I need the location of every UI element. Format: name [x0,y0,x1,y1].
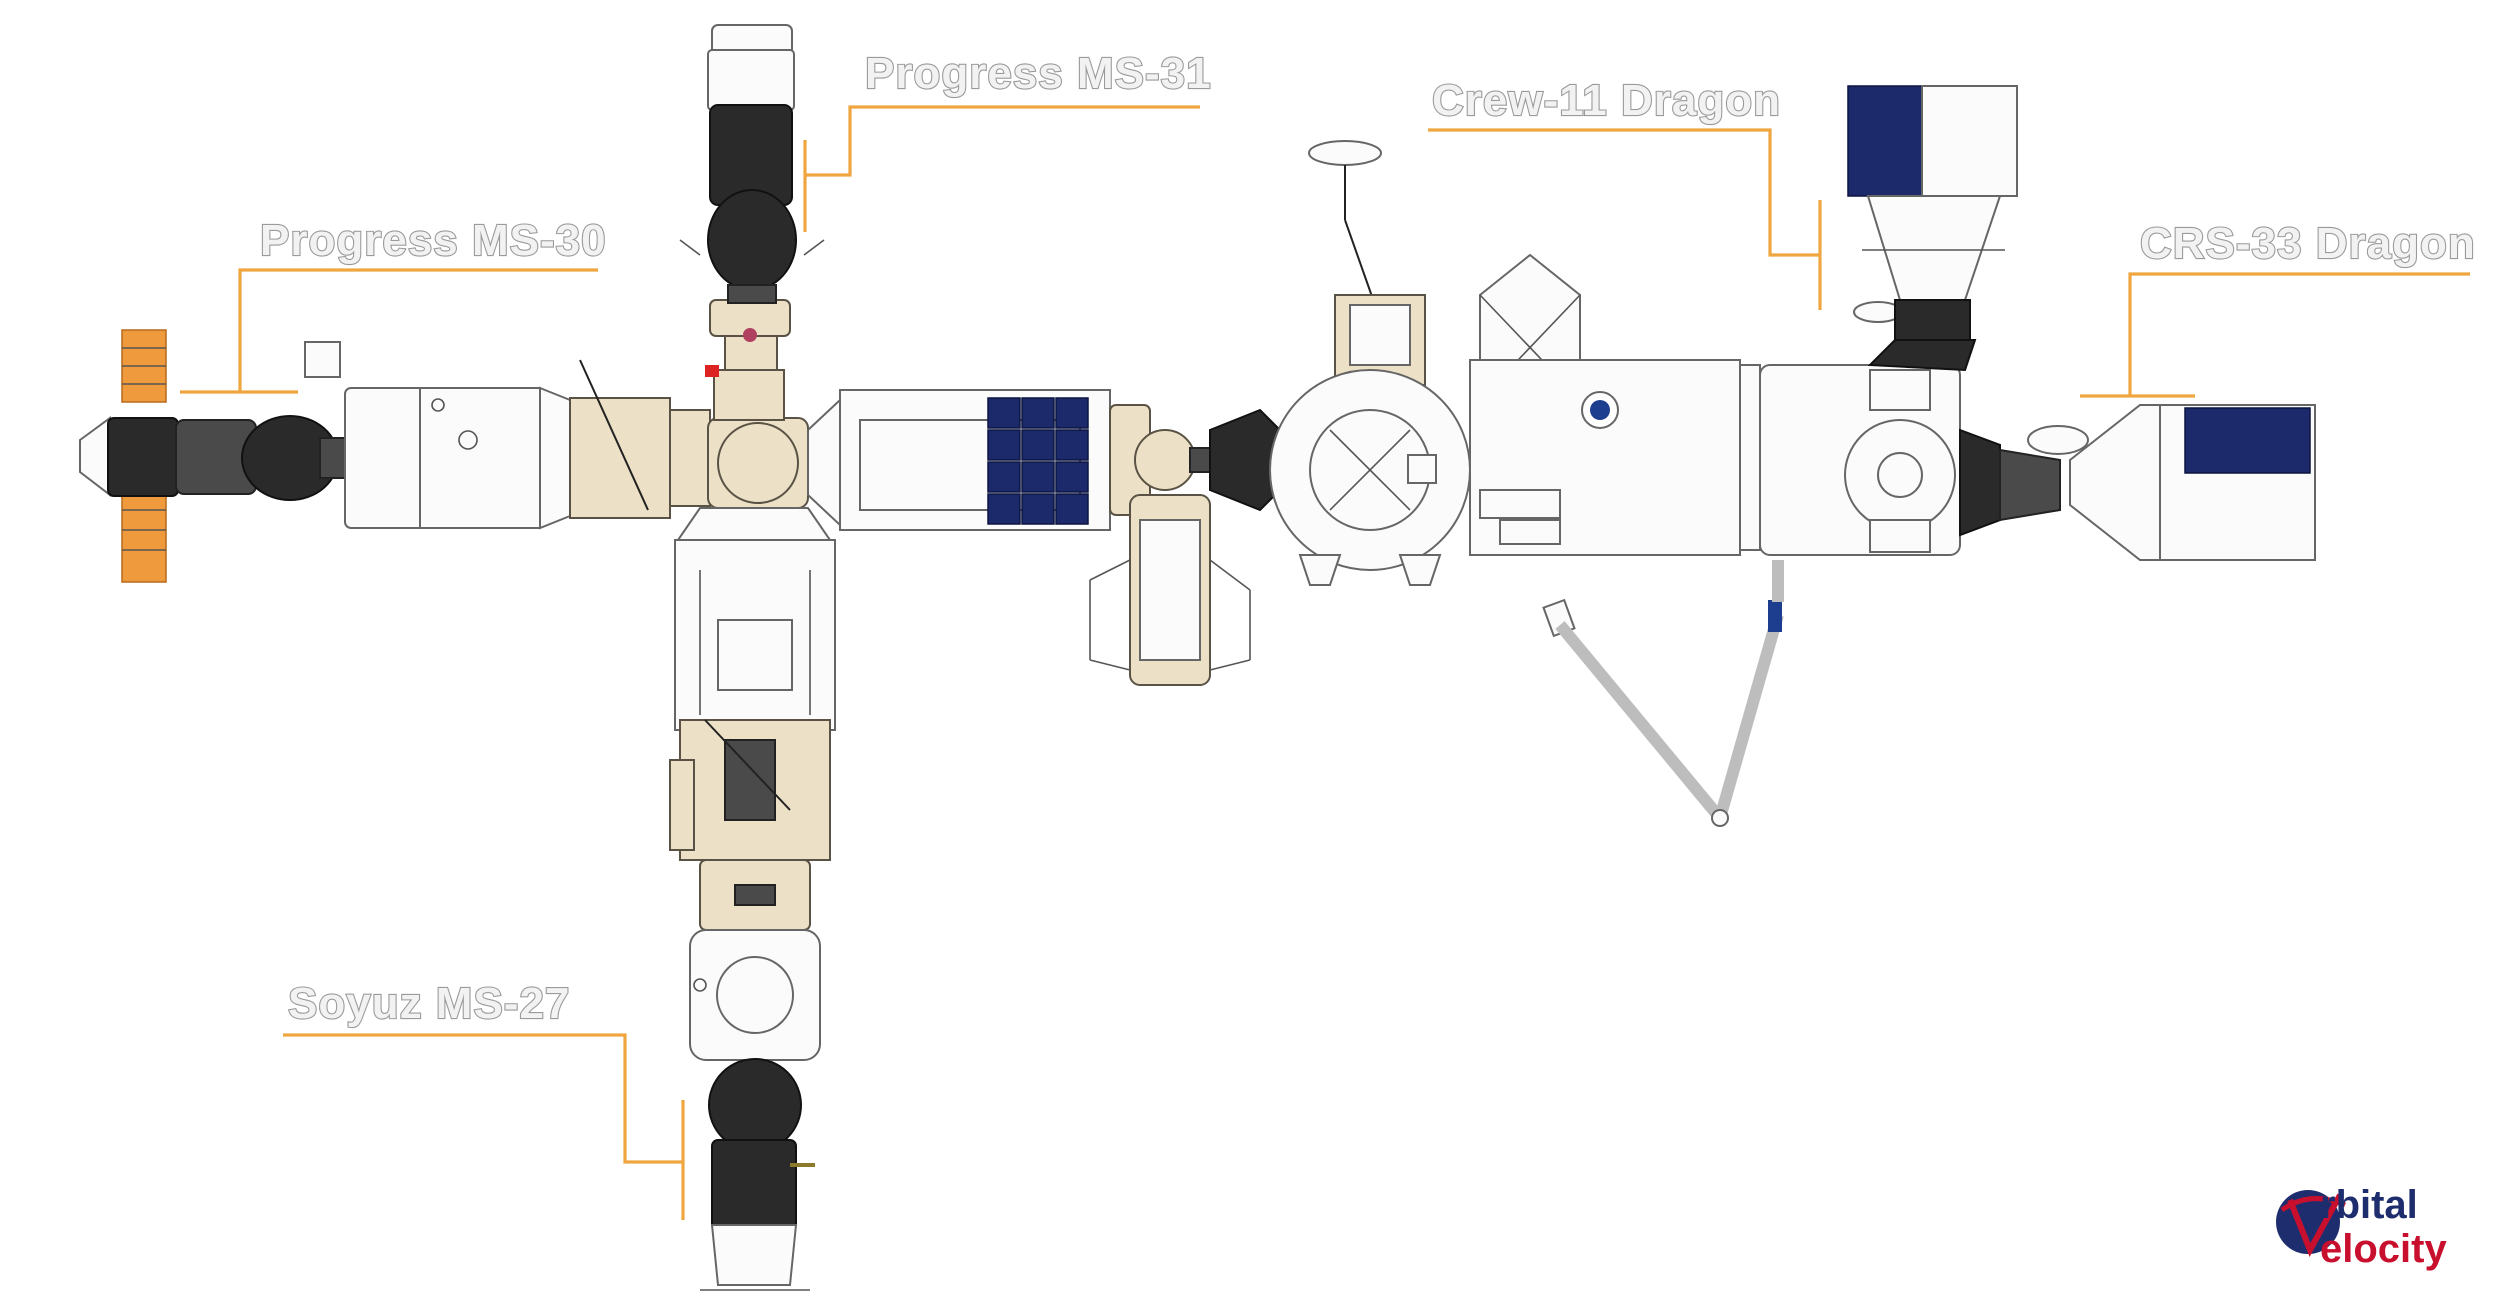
label-progress-ms30: Progress MS-30 [260,216,607,265]
orbital-velocity-logo: rbital elocity [2276,1183,2447,1271]
harmony-node [1759,364,1961,556]
rassvet-module [807,389,1213,531]
leader-soyuz-ms27 [283,1033,683,1164]
progress-ms30-service-module [107,417,179,497]
canadarm [1542,560,1784,827]
nauka-module [669,507,836,931]
zvezda-aft [344,387,426,529]
crs33-capsule [2069,404,2161,561]
node-module [705,297,809,509]
progress-ms30-solar-array-bottom [121,489,167,583]
crew11-dragon-spacecraft [1847,85,2018,372]
soyuz-ms27-orbital-module [708,1058,802,1152]
airlock-module [1089,494,1251,686]
logo-line1: rbital [2320,1183,2418,1227]
prichal-node [689,929,821,1061]
zvezda-module [304,341,711,530]
node1-unity [1269,294,1471,586]
zvezda-transfer [569,397,671,519]
crew11-trunk [1921,85,2018,197]
label-progress-ms31: Progress MS-31 [865,49,1212,98]
label-crew11: Crew-11 Dragon [1432,76,1781,125]
zvezda-main [419,387,541,529]
soyuz-ms27-descent-module [711,1139,797,1231]
crs33-dragon-spacecraft [1959,404,2316,561]
leader-progress-ms31 [805,105,1200,177]
label-soyuz-ms27: Soyuz MS-27 [288,979,570,1028]
crs33-trunk-panel [2184,407,2311,474]
leader-crew11 [1428,128,1820,257]
progress-ms31-cargo-module [707,189,797,291]
comm-antenna [1308,140,1382,306]
labels: Progress MS-31 Progress MS-30 Crew-11 Dr… [259,48,2476,1029]
leader-crs33 [2128,272,2470,396]
progress-ms30-spacecraft [79,329,351,583]
rassvet-solar-panel [987,397,1089,525]
leader-progress-ms30 [238,268,598,392]
destiny-module [1469,359,1761,556]
progress-ms31-spacecraft [679,24,825,304]
logo-line2: elocity [2320,1227,2447,1271]
soyuz-ms27-spacecraft [700,1058,815,1291]
crew11-capsule [1866,195,2002,301]
leader-lines [180,105,2470,1220]
label-crs33: CRS-33 Dragon [2140,219,2476,268]
antenna-dish [1308,140,1382,166]
crew11-trunk-panel [1847,85,1924,197]
